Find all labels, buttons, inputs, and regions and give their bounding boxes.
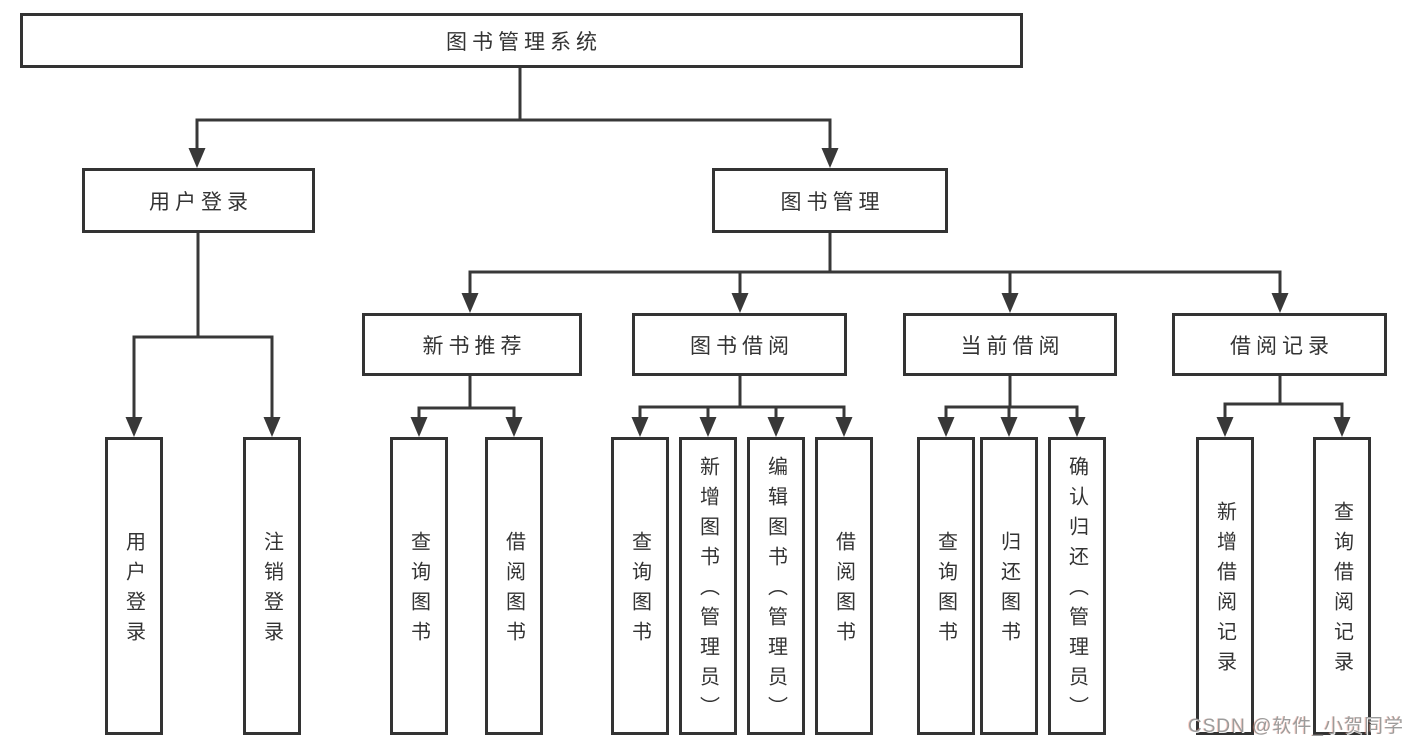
node-label: 图书管理	[780, 190, 885, 214]
connector-user-login-children	[125, 233, 281, 437]
node-library-management-system: 图书管理系统	[20, 13, 1023, 68]
leaf-add-borrow-record: 新增借阅记录	[1196, 437, 1254, 735]
node-label: 用户登录	[122, 531, 145, 651]
leaf-borrow-books-recommend: 借阅图书	[485, 437, 543, 735]
leaf-query-books-borrow: 查询图书	[611, 437, 669, 735]
node-label: 查询图书	[407, 531, 430, 651]
node-label: 新书推荐	[422, 334, 527, 358]
csdn-watermark: CSDN @软件_小贺同学	[1188, 716, 1404, 737]
leaf-query-books-recommend: 查询图书	[390, 437, 448, 735]
connector-current-borrow-children	[937, 376, 1086, 437]
connector-root-to-level2	[188, 68, 839, 168]
leaf-logout: 注销登录	[243, 437, 301, 735]
node-label: 新增借阅记录	[1213, 501, 1236, 681]
node-borrow-records: 借阅记录	[1172, 313, 1387, 376]
connector-book-borrow-children	[631, 376, 853, 437]
leaf-query-books-current: 查询图书	[917, 437, 975, 735]
leaf-return-books: 归还图书	[980, 437, 1038, 735]
leaf-confirm-return-admin: 确认归还（管理员）	[1048, 437, 1106, 735]
node-label: 编辑图书（管理员）	[764, 456, 787, 726]
node-label: 新增图书（管理员）	[696, 456, 719, 726]
node-label: 查询借阅记录	[1330, 501, 1353, 681]
node-label: 借阅图书	[832, 531, 855, 651]
node-label: 注销登录	[260, 531, 283, 651]
connector-new-book-children	[410, 376, 523, 437]
node-label: 查询图书	[628, 531, 651, 651]
node-user-login: 用户登录	[82, 168, 315, 233]
node-book-borrow: 图书借阅	[632, 313, 847, 376]
node-current-borrow: 当前借阅	[903, 313, 1117, 376]
connector-borrow-records-children	[1216, 376, 1351, 437]
node-label: 确认归还（管理员）	[1065, 456, 1088, 726]
leaf-edit-books-admin: 编辑图书（管理员）	[747, 437, 805, 735]
node-label: 用户登录	[149, 190, 253, 214]
node-label: 借阅图书	[502, 531, 525, 651]
node-new-book-recommend: 新书推荐	[362, 313, 582, 376]
node-label: 归还图书	[997, 531, 1020, 651]
node-label: 图书借阅	[690, 334, 794, 358]
node-label: 当前借阅	[960, 334, 1065, 358]
leaf-query-borrow-record: 查询借阅记录	[1313, 437, 1371, 735]
leaf-borrow-books: 借阅图书	[815, 437, 873, 735]
connector-book-management-children	[461, 232, 1289, 313]
node-label: 图书管理系统	[446, 30, 602, 54]
node-label: 借阅记录	[1230, 334, 1334, 358]
leaf-user-login: 用户登录	[105, 437, 163, 735]
node-label: 查询图书	[934, 531, 957, 651]
node-book-management: 图书管理	[712, 168, 948, 233]
leaf-add-books-admin: 新增图书（管理员）	[679, 437, 737, 735]
